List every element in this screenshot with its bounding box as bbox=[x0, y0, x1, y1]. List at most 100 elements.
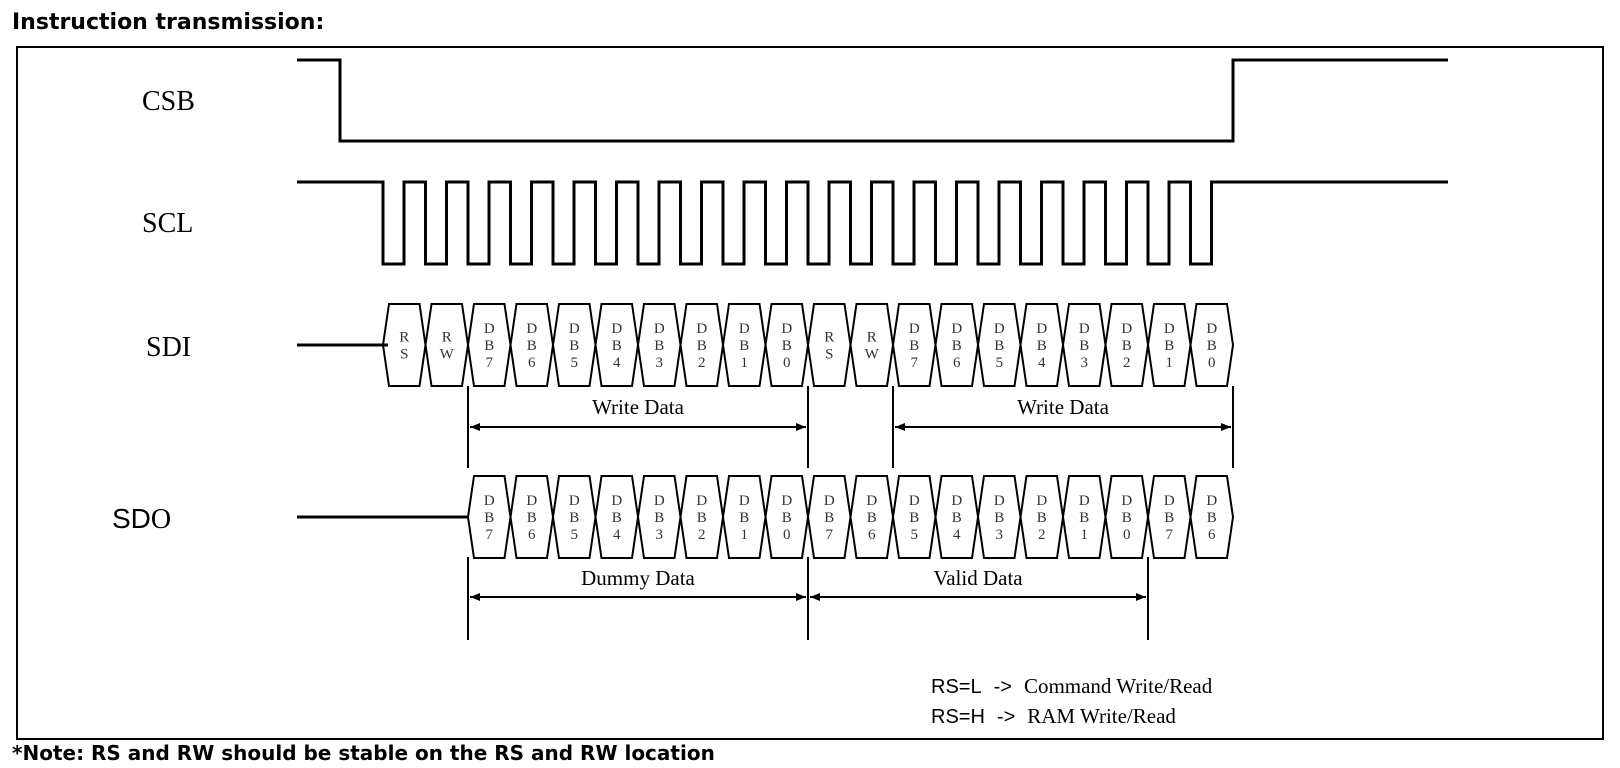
sdi-cell-text: D bbox=[484, 321, 495, 337]
sdi-cell-text: 1 bbox=[741, 355, 749, 371]
sdo-cell-text: D bbox=[654, 493, 665, 509]
sdo-cell: DB4 bbox=[594, 475, 640, 559]
sdi-cell-text: 2 bbox=[1123, 355, 1131, 371]
sdo-cell: DB7 bbox=[1146, 475, 1192, 559]
sdi-cell-shape bbox=[1189, 303, 1235, 387]
sdi-cell-text: B bbox=[527, 338, 537, 354]
sdo-cell-text: D bbox=[994, 493, 1005, 509]
sdo-cell: DB7 bbox=[466, 475, 512, 559]
sdi-cell-text: W bbox=[440, 347, 455, 363]
sdi-cell-text: B bbox=[1164, 338, 1174, 354]
scl-label: SCL bbox=[142, 208, 193, 239]
sdo-cell-text: B bbox=[1164, 510, 1174, 526]
sdi-cell-text: D bbox=[1079, 321, 1090, 337]
sdo-cell-text: B bbox=[527, 510, 537, 526]
sdi-cell-text: D bbox=[569, 321, 580, 337]
sdo-cell-text: 2 bbox=[698, 527, 706, 543]
sdo-cell-text: B bbox=[824, 510, 834, 526]
sdi-cell: DB7 bbox=[891, 303, 937, 387]
sdo-cell-text: D bbox=[824, 493, 835, 509]
sdo-cell: DB6 bbox=[1189, 475, 1235, 559]
sdi-cell: DB5 bbox=[976, 303, 1022, 387]
sdi-cell-text: B bbox=[1037, 338, 1047, 354]
sdi-cell-text: B bbox=[612, 338, 622, 354]
sdi-cell-text: 6 bbox=[528, 355, 536, 371]
sdo-label: SDO bbox=[112, 503, 171, 535]
sdo-cell-text: 1 bbox=[741, 527, 749, 543]
sdi-cell-text: D bbox=[781, 321, 792, 337]
sdi-cell: DB1 bbox=[1146, 303, 1192, 387]
sdi-cell-text: 6 bbox=[953, 355, 961, 371]
sdi-cell-text: 2 bbox=[698, 355, 706, 371]
sdi-cell-text: D bbox=[994, 321, 1005, 337]
sdo-cell-text: D bbox=[1164, 493, 1175, 509]
sdo-valid-data-label: Valid Data bbox=[933, 566, 1023, 590]
sdi-cell-text: S bbox=[400, 347, 408, 363]
sdi-bus: RSRWDB7DB6DB5DB4DB3DB2DB1DB0RSRWDB7DB6DB… bbox=[381, 303, 1235, 387]
sdo-cell-shape bbox=[1189, 475, 1235, 559]
sdi-cell: DB6 bbox=[934, 303, 980, 387]
sdi-cell-text: B bbox=[952, 338, 962, 354]
sdi-cell-text: D bbox=[696, 321, 707, 337]
sdi-cell: RS bbox=[381, 303, 427, 387]
sdo-cell-text: 3 bbox=[996, 527, 1004, 543]
sdo-bus: DB7DB6DB5DB4DB3DB2DB1DB0DB7DB6DB5DB4DB3D… bbox=[466, 475, 1235, 559]
sdi-cell-text: B bbox=[654, 338, 664, 354]
scl-waveform bbox=[297, 180, 1448, 266]
sdo-cell-text: 4 bbox=[613, 527, 621, 543]
sdo-cell-text: B bbox=[909, 510, 919, 526]
sdo-cell-text: 7 bbox=[826, 527, 834, 543]
sdo-cell-text: B bbox=[1079, 510, 1089, 526]
sdo-cell: DB4 bbox=[934, 475, 980, 559]
sdo-cell-text: 0 bbox=[783, 527, 791, 543]
sdi-cell-text: D bbox=[951, 321, 962, 337]
sdo-cell-text: D bbox=[781, 493, 792, 509]
sdi-cell-text: B bbox=[697, 338, 707, 354]
sdi-cell: DB2 bbox=[679, 303, 725, 387]
sdo-label-prefix: SD bbox=[112, 503, 151, 534]
sdi-cell-text: 4 bbox=[613, 355, 621, 371]
sdo-cell: DB1 bbox=[721, 475, 767, 559]
sdi-cell-text: B bbox=[994, 338, 1004, 354]
sdo-cell: DB2 bbox=[679, 475, 725, 559]
sdi-cell: RW bbox=[424, 303, 470, 387]
sdo-cell-text: B bbox=[654, 510, 664, 526]
legend-key-2: RS=H bbox=[931, 706, 985, 728]
legend-arrow-2: -> bbox=[997, 706, 1015, 728]
sdo-cell-text: 7 bbox=[1166, 527, 1174, 543]
sdo-cell-text: D bbox=[696, 493, 707, 509]
sdi-cell-text: 0 bbox=[1208, 355, 1216, 371]
sdo-cell-text: 6 bbox=[1208, 527, 1216, 543]
sdi-cell-text: 7 bbox=[486, 355, 494, 371]
legend-text-2: RAM Write/Read bbox=[1027, 704, 1176, 728]
sdi-write-data-label-1: Write Data bbox=[592, 395, 685, 419]
sdi-cell-text: R bbox=[442, 330, 452, 346]
sdo-cell-text: D bbox=[739, 493, 750, 509]
sdi-cell-text: B bbox=[909, 338, 919, 354]
sdo-cell-text: 5 bbox=[911, 527, 919, 543]
sdi-cell-text: R bbox=[867, 330, 877, 346]
sdo-cell-text: B bbox=[697, 510, 707, 526]
sdi-cell-text: 4 bbox=[1038, 355, 1046, 371]
sdo-cell-text: 3 bbox=[656, 527, 664, 543]
sdi-cell-text: R bbox=[399, 330, 409, 346]
sdo-cell-text: D bbox=[1079, 493, 1090, 509]
sdi-cell-text: B bbox=[782, 338, 792, 354]
sdi-cell: DB6 bbox=[509, 303, 555, 387]
sdo-cell-text: 7 bbox=[486, 527, 494, 543]
sdi-cell: DB3 bbox=[1061, 303, 1107, 387]
sdo-cell-text: D bbox=[569, 493, 580, 509]
sdo-cell: DB3 bbox=[976, 475, 1022, 559]
csb-waveform bbox=[297, 58, 1448, 143]
sdi-cell: DB7 bbox=[466, 303, 512, 387]
sdi-cell: DB0 bbox=[1189, 303, 1235, 387]
sdo-cell: DB5 bbox=[551, 475, 597, 559]
sdi-cell-text: D bbox=[611, 321, 622, 337]
sdi-cell-text: D bbox=[1206, 321, 1217, 337]
sdi-cell-text: 0 bbox=[783, 355, 791, 371]
sdi-cell: DB3 bbox=[636, 303, 682, 387]
sdo-cell: DB6 bbox=[849, 475, 895, 559]
sdo-cell: DB1 bbox=[1061, 475, 1107, 559]
sdi-cell-text: W bbox=[865, 347, 880, 363]
